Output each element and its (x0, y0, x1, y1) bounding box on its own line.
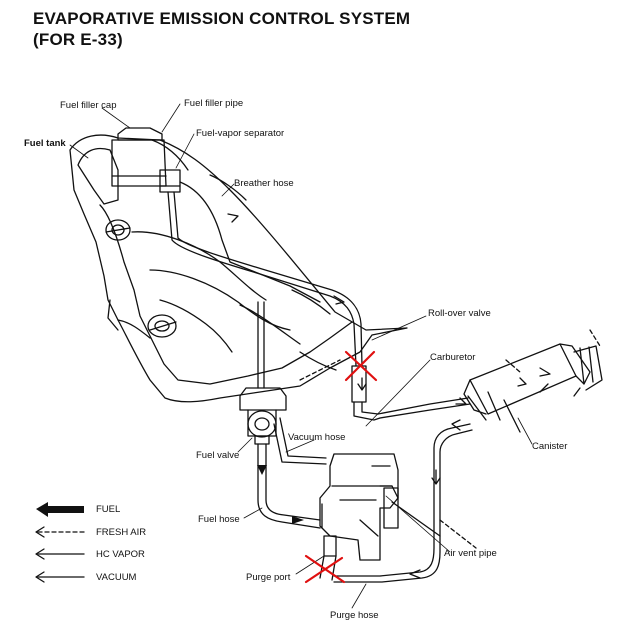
fuel-valve-drawing (239, 301, 287, 445)
legend-label-fresh-air: FRESH AIR (96, 527, 147, 538)
vapor-flow-arrows (227, 213, 581, 405)
fresh-air-lines (299, 329, 601, 549)
label-fuel-valve: Fuel valve (196, 450, 240, 461)
leader-lines (69, 103, 533, 609)
label-purge-port: Purge port (246, 572, 291, 583)
dashed-arrow-icon (35, 526, 85, 538)
purge-hose-drawing (319, 423, 473, 583)
legend-label-hc-vapor: HC VAPOR (96, 549, 145, 560)
fuel-hose-drawing (257, 443, 321, 529)
red-cross-marks (304, 350, 378, 584)
label-air-vent-pipe: Air vent pipe (444, 548, 497, 559)
label-carburetor: Carburetor (430, 352, 476, 363)
label-fuel-tank: Fuel tank (24, 138, 66, 149)
thick-arrow-icon (36, 502, 84, 517)
tank-mount-drawing (105, 219, 177, 338)
fuel-flow-arrows (257, 465, 304, 524)
label-purge-hose: Purge hose (330, 610, 379, 621)
legend-label-fuel: FUEL (96, 504, 121, 515)
title-line-2: (FOR E-33) (33, 30, 123, 49)
title-line-1: EVAPORATIVE EMISSION CONTROL SYSTEM (33, 9, 411, 28)
fuel-vapor-separator-drawing (159, 169, 181, 193)
diagram-title: EVAPORATIVE EMISSION CONTROL SYSTEM (FOR… (33, 8, 410, 50)
label-fuel-vapor-separator: Fuel-vapor separator (196, 128, 285, 139)
thin-arrow-icon (35, 571, 85, 583)
label-roll-over-valve: Roll-over valve (428, 308, 491, 319)
fuel-filler-cap-drawing (111, 127, 167, 187)
cross-mark-roll-over (344, 350, 378, 382)
air-vent-pipe-drawing (391, 501, 441, 537)
label-fuel-filler-cap: Fuel filler cap (60, 100, 117, 111)
vacuum-flow-arrows (409, 419, 461, 579)
label-canister: Canister (532, 441, 568, 452)
label-fuel-hose: Fuel hose (198, 514, 240, 525)
carburetor-drawing (319, 453, 399, 561)
roll-over-valve-drawing (351, 365, 381, 421)
cross-mark-purge-port (304, 554, 346, 584)
legend-label-vacuum: VACUUM (96, 572, 137, 583)
legend-icons (35, 502, 85, 583)
label-breather-hose: Breather hose (234, 178, 294, 189)
canister-hose-drawing (377, 397, 471, 419)
label-fuel-filler-pipe: Fuel filler pipe (184, 98, 244, 109)
label-vacuum-hose: Vacuum hose (288, 432, 346, 443)
breather-hose-drawing (167, 191, 363, 367)
vacuum-hose-drawing (273, 417, 327, 465)
canister-drawing (463, 343, 603, 433)
hollow-arrow-icon (35, 548, 85, 560)
fuel-tank-drawing (69, 134, 408, 403)
